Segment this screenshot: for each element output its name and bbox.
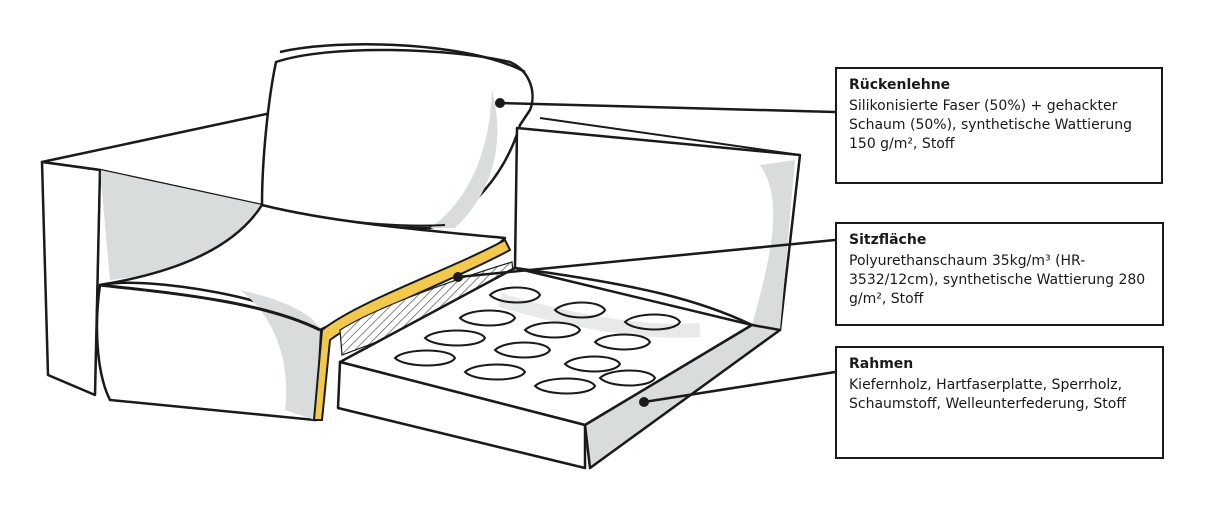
seat-cross-section (312, 238, 516, 421)
callout-backrest-description: Silikonisierte Faser (50%) + gehackter S… (849, 98, 1133, 152)
callout-frame-description: Kiefernholz, Hartfaserplatte, Sperrholz,… (849, 377, 1126, 412)
leader-line-frame (643, 370, 836, 404)
sofa-seat-cushion (95, 203, 507, 422)
callout-seat-description: Polyurethanschaum 35kg/m³ (HR-3532/12cm)… (849, 253, 1146, 307)
callout-frame: Rahmen Kiefernholz, Hartfaserplatte, Spe… (835, 346, 1164, 459)
leader-dot-frame (639, 397, 649, 407)
sofa-backrest (260, 43, 534, 230)
callout-seat-title: Sitzfläche (849, 232, 927, 248)
leader-dot-seat (453, 272, 463, 282)
leader-dot-back (495, 98, 505, 108)
callout-seat: Sitzfläche Polyurethanschaum 35kg/m³ (HR… (835, 222, 1164, 326)
leader-line-back (499, 101, 836, 114)
leader-line-seat (457, 238, 836, 279)
sofa-frame (336, 117, 802, 470)
callout-frame-title: Rahmen (849, 356, 914, 372)
spring-coils (393, 286, 682, 395)
callout-backrest: Rückenlehne Silikonisierte Faser (50%) +… (835, 67, 1163, 184)
leader-lines (457, 101, 836, 404)
callout-backrest-title: Rückenlehne (849, 77, 951, 93)
